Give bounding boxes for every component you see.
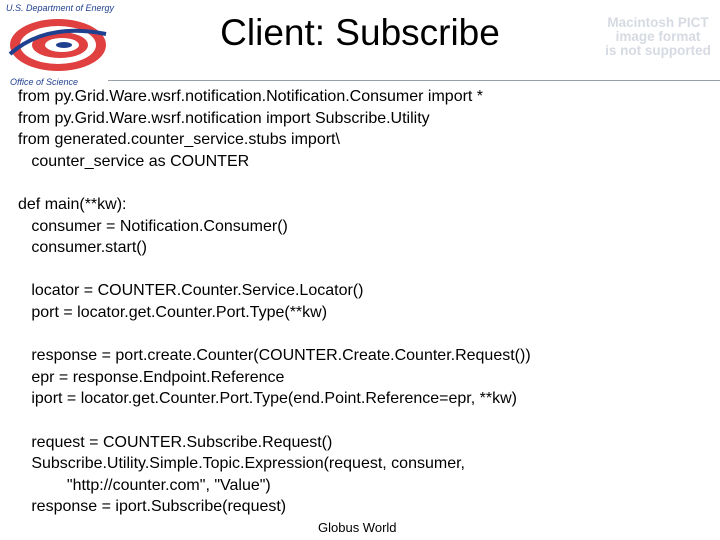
code-gap [18,259,718,281]
pict-line: image format [615,29,701,44]
code-line: consumer.start() [18,239,147,257]
code-line: port = locator.get.Counter.Port.Type(**k… [18,303,328,321]
footer-label: Globus World [318,520,397,535]
office-name: Office of Science [10,77,79,87]
code-line: locator = COUNTER.Counter.Service.Locato… [18,282,364,300]
pict-placeholder: Macintosh PICT image format is not suppo… [596,16,720,58]
code-line: from generated.counter_service.stubs imp… [18,131,340,149]
code-gap [18,172,718,194]
header-divider [108,80,720,81]
code-gap [18,410,718,432]
code-line: request = COUNTER.Subscribe.Request() [18,433,333,451]
code-line: counter_service as COUNTER [18,152,250,170]
code-line: consumer = Notification.Consumer() [18,217,288,235]
code-line: iport = locator.get.Counter.Port.Type(en… [18,390,517,408]
code-line: from py.Grid.Ware.wsrf.notification impo… [18,109,430,127]
code-line: Subscribe.Utility.Simple.Topic.Expressio… [18,455,465,473]
code-line: "http://counter.com", "Value") [18,476,271,494]
code-line: epr = response.Endpoint.Reference [18,368,285,386]
code-line: def main(**kw): [18,195,127,213]
pict-line: is not supported [605,43,711,58]
code-line: from py.Grid.Ware.wsrf.notification.Noti… [18,88,484,105]
code-line: response = iport.Subscribe(request) [18,498,287,516]
slide-title: Client: Subscribe [220,12,500,53]
doe-logo: U.S. Department of Energy Office of Scie… [0,0,140,90]
doe-name: U.S. Department of Energy [6,3,115,13]
pict-line: Macintosh PICT [607,15,709,30]
code-line: response = port.create.Counter(COUNTER.C… [18,347,531,365]
code-block: from py.Grid.Ware.wsrf.notification.Noti… [18,86,718,518]
doe-emblem-icon [8,19,107,71]
code-gap [18,324,718,346]
